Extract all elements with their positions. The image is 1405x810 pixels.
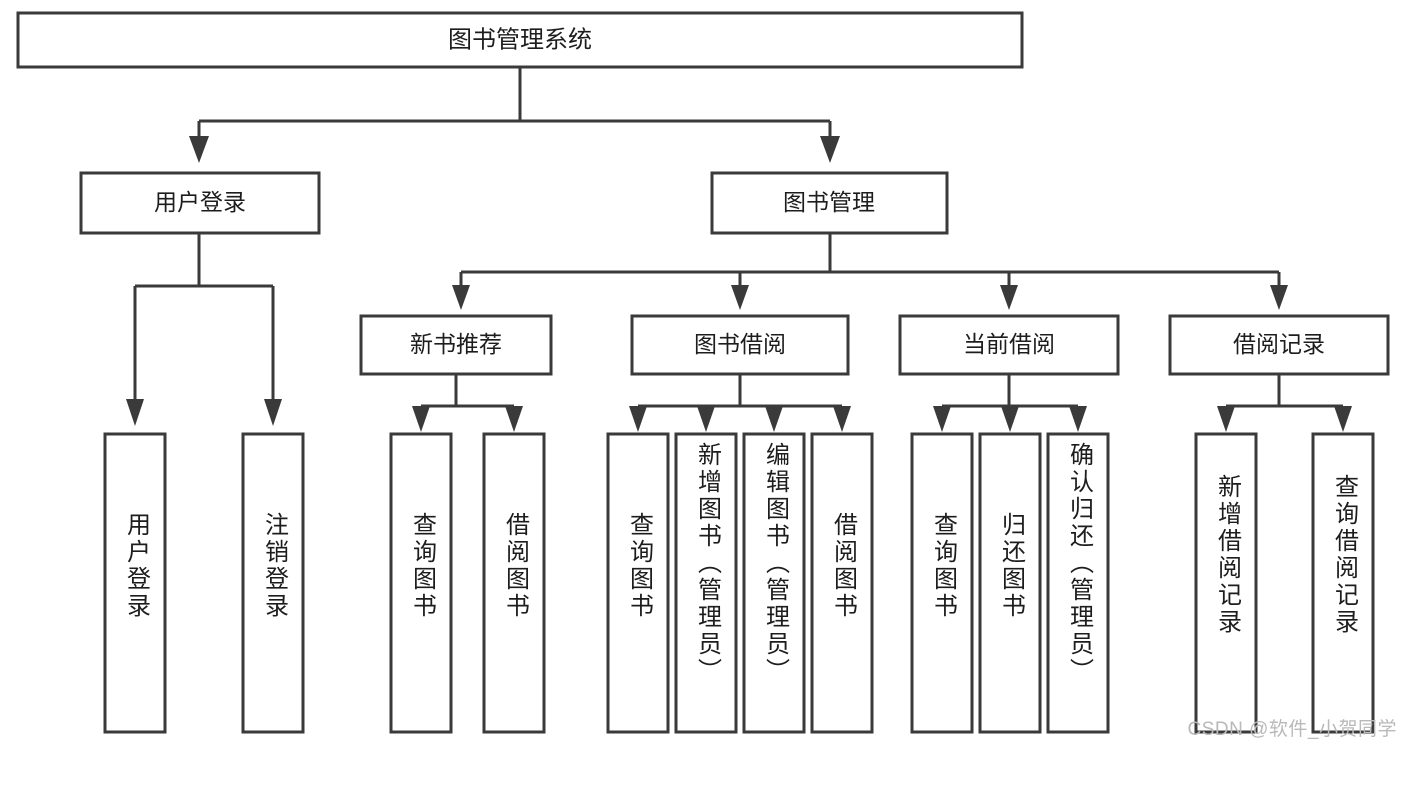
leaf-box-query-book-current[interactable] — [910, 432, 974, 734]
arrowhead-icon — [452, 285, 470, 310]
connector-group-root — [189, 67, 840, 163]
leaf-box-add-borrow-record[interactable] — [1194, 432, 1258, 734]
leaf-box-query-book-newrec[interactable] — [389, 432, 453, 734]
node-book-borrow[interactable]: 图书借阅 — [630, 314, 850, 376]
node-user-login[interactable]: 用户登录 — [79, 171, 321, 235]
node-borrow-record-box[interactable] — [1168, 314, 1390, 376]
node-root-label: 图书管理系统 — [448, 26, 592, 53]
leaf-box-user-login[interactable] — [103, 432, 167, 734]
node-book-mgmt[interactable]: 图书管理 — [710, 171, 949, 235]
arrowhead-icon — [1334, 406, 1352, 432]
node-user-login-label: 用户登录 — [154, 189, 246, 215]
leaf-box-logout[interactable] — [241, 432, 305, 734]
arrowhead-icon — [264, 399, 282, 426]
node-new-book-recommend-label: 新书推荐 — [410, 331, 502, 357]
arrowhead-icon — [189, 136, 209, 163]
arrowhead-icon — [765, 406, 783, 432]
arrowhead-icon — [505, 406, 523, 432]
leaf-box-borrow-book-newrec[interactable] — [482, 432, 546, 734]
node-book-mgmt-box[interactable] — [710, 171, 949, 235]
connector-group-borrow-record — [1217, 374, 1352, 432]
node-borrow-record-label: 借阅记录 — [1233, 331, 1325, 357]
node-current-borrow-label: 当前借阅 — [963, 331, 1055, 357]
node-book-borrow-label: 图书借阅 — [694, 331, 786, 357]
arrowhead-icon — [731, 285, 749, 310]
watermark-text: CSDN @软件_小贺同学 — [1187, 719, 1397, 740]
arrowhead-icon — [820, 136, 840, 163]
arrowhead-icon — [833, 406, 851, 432]
connector-group-current-borrow — [933, 374, 1087, 432]
connector-group-new-book — [412, 374, 523, 432]
arrowhead-icon — [1217, 406, 1235, 432]
arrowhead-icon — [933, 406, 951, 432]
leaf-box-return-book[interactable] — [978, 432, 1042, 734]
leaf-box-query-borrow-record[interactable] — [1311, 432, 1375, 734]
arrowhead-icon — [629, 406, 647, 432]
leaf-box-confirm-return-admin[interactable] — [1046, 432, 1110, 734]
node-current-borrow[interactable]: 当前借阅 — [898, 314, 1120, 376]
arrowhead-icon — [697, 406, 715, 432]
node-root-box[interactable] — [16, 11, 1024, 69]
arrowhead-icon — [1001, 406, 1019, 432]
arrowhead-icon — [126, 399, 144, 426]
arrowhead-icon — [412, 406, 430, 432]
node-root[interactable]: 图书管理系统 — [16, 11, 1024, 69]
node-new-book-recommend[interactable]: 新书推荐 — [359, 314, 553, 376]
node-borrow-record[interactable]: 借阅记录 — [1168, 314, 1390, 376]
arrowhead-icon — [1000, 285, 1018, 310]
connector-group-book-borrow — [629, 374, 851, 432]
flowchart-canvas: 图书管理系统 用户登录 图书管理 新书推荐 图书借阅 当前借阅 借阅记录 — [16, 11, 1390, 734]
leaf-box-add-book-admin[interactable] — [674, 432, 738, 734]
arrowhead-icon — [1270, 285, 1288, 310]
flowchart-diagram: 图书管理系统 用户登录 图书管理 新书推荐 图书借阅 当前借阅 借阅记录 — [16, 11, 1397, 740]
node-new-book-recommend-box[interactable] — [359, 314, 553, 376]
node-book-borrow-box[interactable] — [630, 314, 850, 376]
leaf-box-query-book-borrow[interactable] — [606, 432, 670, 734]
leaf-box-edit-book-admin[interactable] — [742, 432, 806, 734]
connector-group-user-login — [126, 233, 282, 426]
arrowhead-icon — [1069, 406, 1087, 432]
node-book-mgmt-label: 图书管理 — [783, 189, 875, 215]
connector-group-book-mgmt — [452, 233, 1288, 310]
leaf-box-borrow-book[interactable] — [810, 432, 874, 734]
node-user-login-box[interactable] — [79, 171, 321, 235]
node-current-borrow-box[interactable] — [898, 314, 1120, 376]
leaf-boxes — [103, 432, 1375, 734]
